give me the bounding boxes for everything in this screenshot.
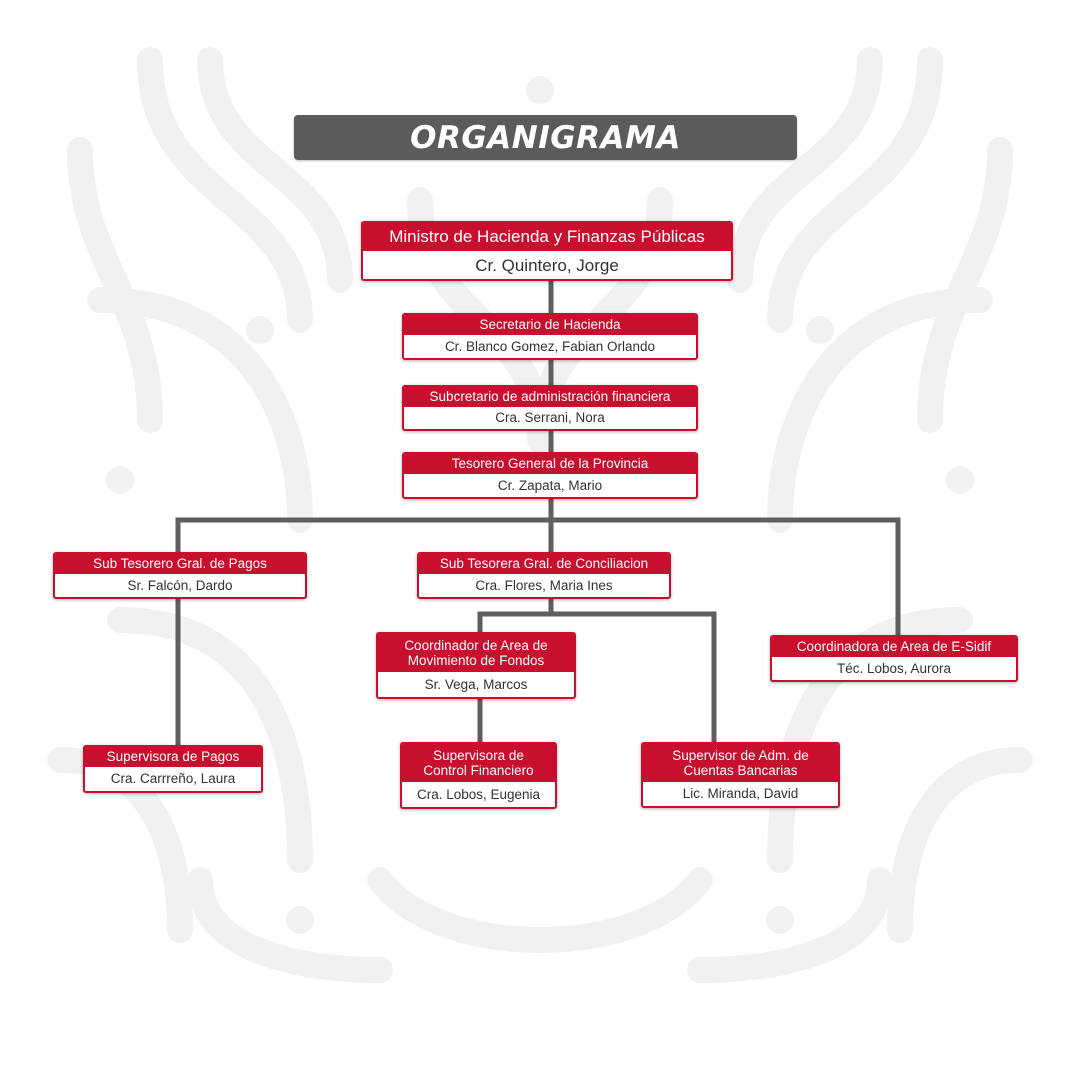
node-subtesorera-conciliacion: Sub Tesorera Gral. de Conciliacion Cra. … <box>417 552 671 599</box>
node-sup-cuentas: Supervisor de Adm. de Cuentas Bancarias … <box>641 742 840 808</box>
node-role: Coordinador de Area de Movimiento de Fon… <box>378 634 574 672</box>
node-role: Coordinadora de Area de E-Sidif <box>772 637 1016 657</box>
node-role: Tesorero General de la Provincia <box>404 454 696 474</box>
title-banner: ORGANIGRAMA <box>294 115 797 160</box>
node-name: Sr. Falcón, Dardo <box>127 577 233 593</box>
node-secretario: Secretario de Hacienda Cr. Blanco Gomez,… <box>402 313 698 360</box>
node-role: Secretario de Hacienda <box>404 315 696 335</box>
page-title: ORGANIGRAMA <box>410 119 681 156</box>
node-name: Lic. Miranda, David <box>682 786 799 802</box>
node-subsecretario: Subcretario de administración financiera… <box>402 385 698 431</box>
node-name: Cra. Serrani, Nora <box>495 410 605 426</box>
node-subtesorero-pagos: Sub Tesorero Gral. de Pagos Sr. Falcón, … <box>53 552 307 599</box>
node-coord-esidif: Coordinadora de Area de E-Sidif Téc. Lob… <box>770 635 1018 682</box>
node-name: Cr. Quintero, Jorge <box>475 255 619 275</box>
node-role: Supervisora de Pagos <box>85 747 261 767</box>
node-role: Sub Tesorera Gral. de Conciliacion <box>419 554 669 574</box>
connector-tesorero-branch <box>175 517 901 638</box>
connector-conciliacion-branch <box>477 611 717 745</box>
node-name: Cra. Flores, Maria Ines <box>475 577 613 593</box>
node-role: Sub Tesorero Gral. de Pagos <box>55 554 305 574</box>
node-sup-pagos: Supervisora de Pagos Cra. Carrreño, Laur… <box>83 745 263 793</box>
node-name: Cr. Blanco Gomez, Fabian Orlando <box>444 338 656 354</box>
node-name: Cra. Lobos, Eugenia <box>416 786 541 802</box>
node-sup-control: Supervisora de Control Financiero Cra. L… <box>400 742 557 809</box>
node-name: Téc. Lobos, Aurora <box>836 660 952 676</box>
node-role: Supervisor de Adm. de Cuentas Bancarias <box>643 744 838 782</box>
node-ministro: Ministro de Hacienda y Finanzas Públicas… <box>361 221 733 281</box>
node-name: Cr. Zapata, Mario <box>497 477 603 493</box>
node-name: Cra. Carrreño, Laura <box>110 771 236 787</box>
node-tesorero: Tesorero General de la Provincia Cr. Zap… <box>402 452 698 499</box>
node-role: Supervisora de Control Financiero <box>402 744 555 782</box>
node-role: Ministro de Hacienda y Finanzas Públicas <box>363 223 731 251</box>
node-role: Subcretario de administración financiera <box>404 387 696 407</box>
node-coord-movimiento: Coordinador de Area de Movimiento de Fon… <box>376 632 576 699</box>
node-name: Sr. Vega, Marcos <box>424 676 528 692</box>
